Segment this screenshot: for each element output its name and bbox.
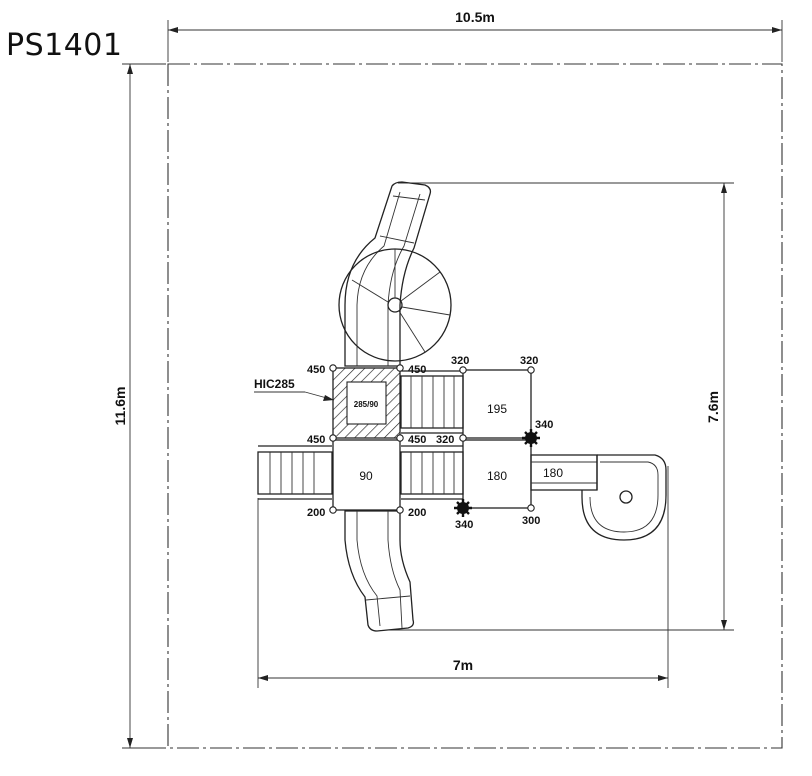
right-bridge — [530, 454, 598, 491]
safety-area-boundary — [167, 63, 783, 749]
gear-icon — [522, 429, 540, 447]
equipment-depth-dimension — [388, 182, 734, 631]
spiral-turn — [338, 248, 452, 362]
upper-right-platform — [462, 369, 532, 439]
height-label: 450 — [408, 434, 426, 446]
spiral-tube-slide — [581, 454, 667, 541]
posts — [329, 364, 535, 514]
hic-pointer — [254, 391, 335, 401]
model-code: PS1401 — [6, 28, 123, 63]
height-label: 320 — [520, 355, 538, 367]
platform-small-label: 285/90 — [354, 400, 379, 409]
height-label: 320 — [436, 434, 454, 446]
upper-bridge-ladder — [400, 370, 464, 434]
height-label: 340 — [535, 419, 553, 431]
equipment-width-dimension — [257, 466, 669, 688]
area-width-dimension — [167, 20, 783, 62]
center-platform — [332, 439, 401, 511]
height-label: 450 — [408, 364, 426, 376]
height-label: 300 — [522, 515, 540, 527]
equipment-depth-label: 7.6m — [705, 391, 721, 423]
bridge-label: 180 — [543, 466, 563, 480]
left-ladder — [257, 445, 333, 500]
upper-right-platform-label: 195 — [487, 402, 507, 416]
top-wave-slide — [344, 181, 432, 367]
area-depth-label: 11.6m — [112, 387, 128, 426]
area-width-label: 10.5m — [455, 9, 495, 25]
area-depth-dimension — [122, 63, 166, 749]
height-label: 450 — [307, 434, 325, 446]
height-label: 320 — [451, 355, 469, 367]
lower-right-platform-label: 180 — [487, 469, 507, 483]
height-label: 450 — [307, 364, 325, 376]
bottom-curved-slide — [344, 510, 415, 632]
center-platform-label: 90 — [359, 469, 373, 483]
part-label: HIC285 — [254, 377, 295, 391]
height-label: 200 — [408, 507, 426, 519]
gear-icon — [454, 499, 472, 517]
roof-platform — [332, 367, 401, 439]
height-label: 200 — [307, 507, 325, 519]
height-label: 340 — [455, 519, 473, 531]
equipment-width-label: 7m — [453, 657, 473, 673]
lower-bridge-ladder — [400, 445, 464, 500]
